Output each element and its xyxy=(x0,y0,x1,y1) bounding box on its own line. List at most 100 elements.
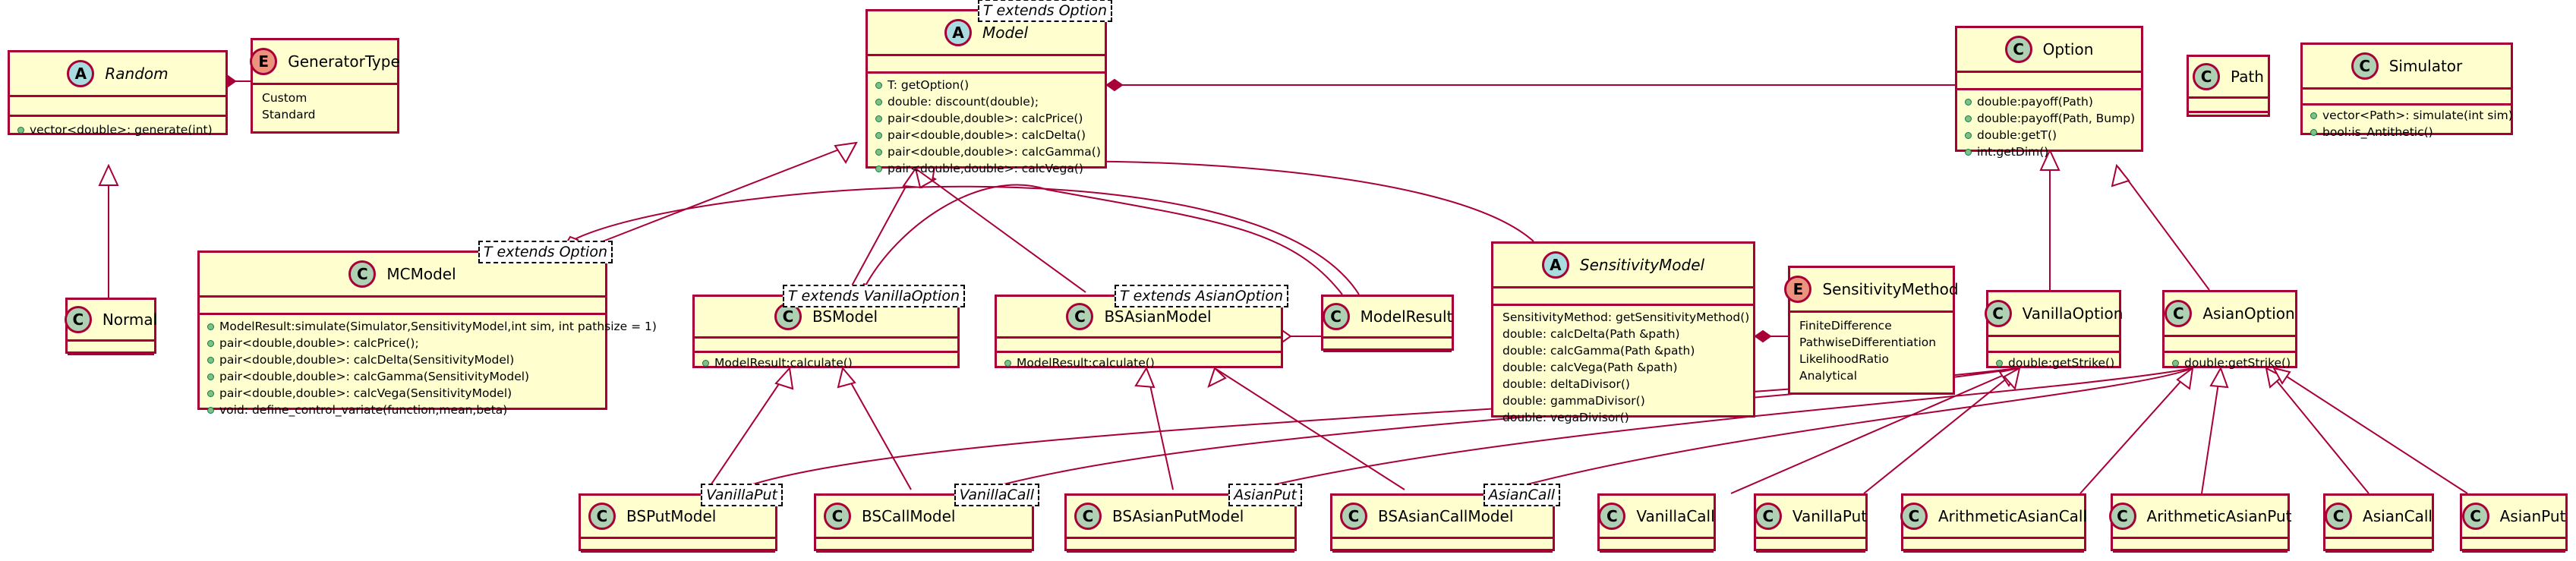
class-badge-icon: C xyxy=(2461,503,2489,530)
class-badge-icon: C xyxy=(2351,52,2379,80)
enum-sensitivitymethod[interactable]: E SensitivityMethod FiniteDifference Pat… xyxy=(1784,266,1959,395)
class-bsasianmodel[interactable]: C BSAsianModel T extends AsianOption Mod… xyxy=(995,285,1288,371)
class-name: VanillaOption xyxy=(2022,304,2124,323)
class-vanillaoption[interactable]: C VanillaOption double:getStrike() xyxy=(1984,290,2124,371)
public-icon xyxy=(1965,148,1972,156)
public-icon xyxy=(875,98,882,106)
class-badge-icon: C xyxy=(824,503,851,530)
method: double:payoff(Path) xyxy=(1957,93,2141,110)
class-asianput[interactable]: C AsianPut xyxy=(2460,493,2568,553)
class-vanillaput[interactable]: C VanillaPut xyxy=(1754,493,1868,553)
public-icon xyxy=(17,126,24,134)
method: double: calcGamma(Path &path) xyxy=(1502,344,1695,358)
template-param: AsianPut xyxy=(1228,484,1302,506)
class-bsasiancallmodel[interactable]: C BSAsianCallModel AsianCall xyxy=(1330,484,1560,553)
class-badge-icon: C xyxy=(2325,503,2353,530)
class-sensitivitymodel[interactable]: A SensitivityModel SensitivityMethod: ge… xyxy=(1491,241,1755,424)
public-icon xyxy=(875,81,882,89)
class-random[interactable]: A Random vector<double>: generate(int) xyxy=(8,50,228,137)
method: double: vegaDivisor() xyxy=(1502,411,1629,424)
method: ModelResult:calculate() xyxy=(997,355,1281,371)
class-normal[interactable]: C Normal xyxy=(64,298,158,355)
class-badge-icon: C xyxy=(1074,503,1102,530)
class-badge-icon: C xyxy=(64,306,92,333)
class-badge-icon: C xyxy=(1066,303,1094,330)
method: double:getStrike() xyxy=(2165,355,2295,371)
enum-badge-icon: E xyxy=(250,48,278,75)
class-mcmodel[interactable]: C MCModel T extends Option ModelResult:s… xyxy=(197,241,657,417)
enum-value: Standard xyxy=(262,108,316,121)
template-param: VanillaCall xyxy=(954,484,1039,506)
template-param: T extends Option xyxy=(977,0,1112,22)
method: double: gammaDivisor() xyxy=(1502,394,1645,408)
class-modelresult[interactable]: C ModelResult xyxy=(1321,295,1454,352)
public-icon xyxy=(875,165,882,172)
class-path[interactable]: C Path xyxy=(2187,55,2270,117)
enum-generator-type[interactable]: E GeneratorType Custom Standard xyxy=(250,38,400,134)
class-name: ArithmeticAsianPut xyxy=(2146,507,2292,525)
public-icon xyxy=(207,356,214,364)
template-param: T extends AsianOption xyxy=(1114,285,1288,307)
class-badge-icon: C xyxy=(1598,503,1626,530)
class-name: BSModel xyxy=(812,307,878,326)
template-param: T extends VanillaOption xyxy=(782,285,965,307)
method: double:getStrike() xyxy=(1988,355,2119,371)
public-icon xyxy=(2172,359,2179,367)
method: double: calcDelta(Path &path) xyxy=(1502,327,1680,341)
method: pair<double,double>: calcVega(Sensitivit… xyxy=(200,385,605,402)
method: pair<double,double>: calcDelta(Sensitivi… xyxy=(200,351,605,368)
method: SensitivityMethod: getSensitivityMethod(… xyxy=(1502,310,1750,324)
class-name: Option xyxy=(2042,40,2094,58)
class-name: BSAsianCallModel xyxy=(1378,507,1514,525)
class-arithmeticasiancall[interactable]: C ArithmeticAsianCall xyxy=(1900,493,2088,553)
class-asianoption[interactable]: C AsianOption double:getStrike() xyxy=(2162,290,2297,371)
class-option[interactable]: C Option double:payoff(Path) double:payo… xyxy=(1955,26,2143,159)
class-name: AsianCall xyxy=(2363,507,2433,525)
class-name: Normal xyxy=(102,310,158,329)
class-name: SensitivityMethod xyxy=(1822,280,1959,298)
class-vanillacall[interactable]: C VanillaCall xyxy=(1597,493,1716,553)
method: double:getT() xyxy=(1957,127,2141,143)
public-icon xyxy=(1004,359,1011,367)
public-icon xyxy=(1965,131,1972,139)
method: pair<double,double>: calcPrice(); xyxy=(200,335,605,351)
public-icon xyxy=(875,115,882,122)
method: pair<double,double>: calcVega() xyxy=(868,160,1105,177)
enum-value: Custom xyxy=(262,91,307,105)
public-icon xyxy=(1965,98,1972,106)
class-badge-icon: C xyxy=(2004,36,2032,63)
class-name: ArithmeticAsianCall xyxy=(1938,507,2088,525)
public-icon xyxy=(207,323,214,330)
method: vector<Path>: simulate(int sim) xyxy=(2303,107,2513,124)
method: ModelResult:calculate() xyxy=(695,355,957,371)
class-name: VanillaPut xyxy=(1792,507,1868,525)
class-name: SensitivityModel xyxy=(1579,256,1705,274)
abstract-badge-icon: A xyxy=(1541,251,1569,279)
class-asiancall[interactable]: C AsianCall xyxy=(2323,493,2434,553)
method: double: deltaDivisor() xyxy=(1502,377,1630,391)
class-arithmeticasianput[interactable]: C ArithmeticAsianPut xyxy=(2108,493,2292,553)
template-param: AsianCall xyxy=(1483,484,1560,506)
template-param: T extends Option xyxy=(478,241,613,263)
class-bsmodel[interactable]: C BSModel T extends VanillaOption ModelR… xyxy=(692,285,965,371)
class-bsasianputmodel[interactable]: C BSAsianPutModel AsianPut xyxy=(1064,484,1302,553)
class-model[interactable]: A Model T extends Option T: getOption() … xyxy=(865,0,1112,175)
class-bscallmodel[interactable]: C BSCallModel VanillaCall xyxy=(814,484,1039,553)
template-param: VanillaPut xyxy=(701,484,783,506)
class-name: AsianPut xyxy=(2499,507,2566,525)
method: double: discount(double); xyxy=(868,93,1105,110)
class-name: VanillaCall xyxy=(1636,507,1715,525)
class-badge-icon: C xyxy=(1322,303,1350,330)
public-icon xyxy=(1965,115,1972,122)
public-icon xyxy=(207,339,214,347)
class-simulator[interactable]: C Simulator vector<Path>: simulate(int s… xyxy=(2300,43,2513,139)
enum-value: FiniteDifference xyxy=(1799,319,1892,333)
class-badge-icon: C xyxy=(1754,503,1782,530)
class-badge-icon: C xyxy=(1984,300,2012,327)
method: pair<double,double>: calcGamma(Sensitivi… xyxy=(200,368,605,385)
public-icon xyxy=(207,373,214,380)
class-bsputmodel[interactable]: C BSPutModel VanillaPut xyxy=(579,484,783,553)
enum-badge-icon: E xyxy=(1784,276,1812,303)
enum-value: LikelihoodRatio xyxy=(1799,352,1889,366)
class-badge-icon: C xyxy=(2165,300,2193,327)
